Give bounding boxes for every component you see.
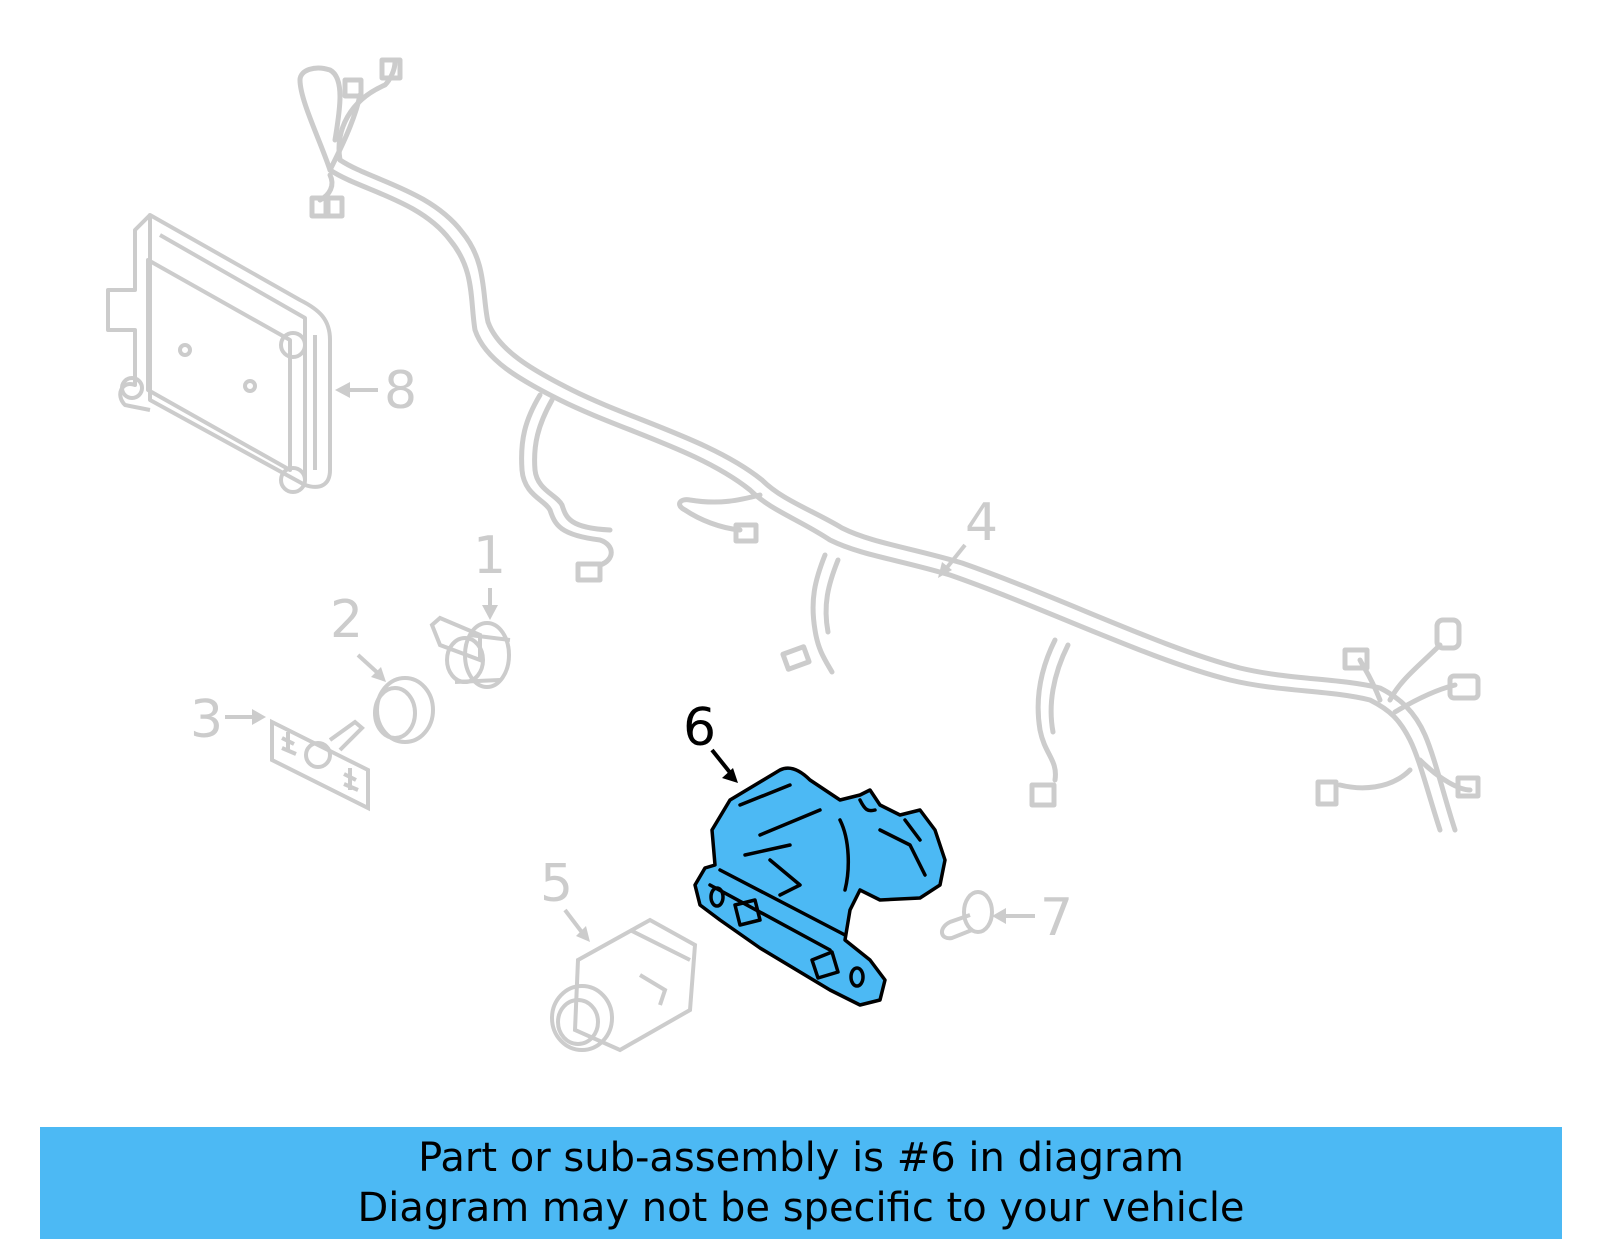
svg-text:4: 4 — [965, 493, 998, 553]
callout-1[interactable]: 1 — [473, 526, 507, 586]
callout-8[interactable]: 8 — [384, 361, 418, 421]
callout-6[interactable]: 6 — [683, 698, 717, 758]
info-banner: Part or sub-assembly is #6 in diagram Di… — [40, 1127, 1562, 1239]
banner-line-part: Part or sub-assembly is #6 in diagram — [418, 1135, 1184, 1181]
clip-7 — [940, 890, 994, 941]
control-module-8 — [106, 213, 332, 494]
sensor-cap-2 — [373, 676, 435, 744]
wiring-harness-4 — [297, 57, 1481, 833]
callout-5[interactable]: 5 — [540, 854, 574, 914]
callout-3[interactable]: 3 — [190, 690, 224, 750]
banner-line-disclaimer: Diagram may not be specific to your vehi… — [357, 1185, 1245, 1231]
callout-2[interactable]: 2 — [330, 590, 364, 650]
callout-7[interactable]: 7 — [1040, 888, 1074, 948]
camera-5 — [550, 917, 698, 1053]
sensor-bracket-3 — [270, 718, 370, 812]
parking-sensor-1 — [429, 615, 511, 689]
mounting-bracket-6[interactable] — [693, 766, 947, 1007]
parts-diagram: 4 — [106, 57, 1481, 1053]
